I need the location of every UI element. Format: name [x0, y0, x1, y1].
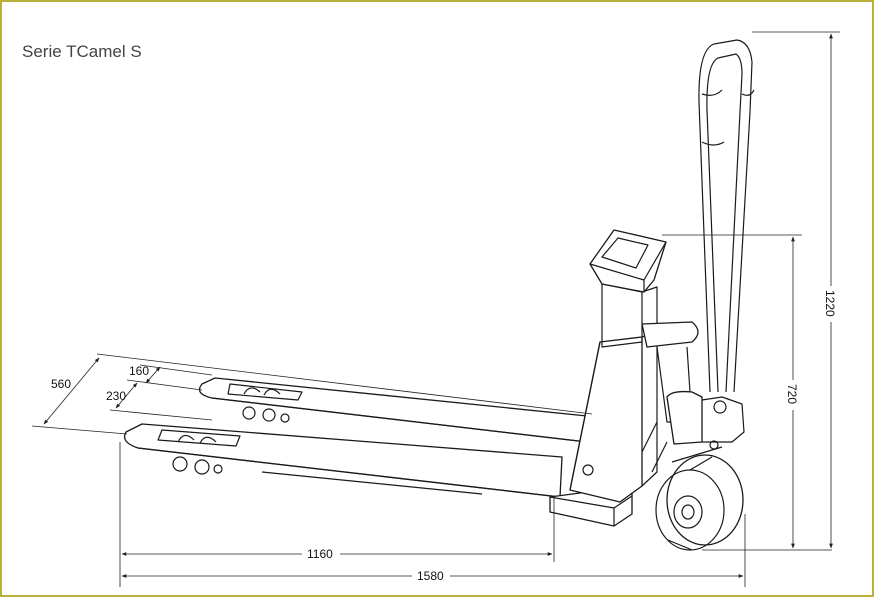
dim-230-line [115, 382, 138, 409]
dim-560-line [43, 357, 100, 425]
mast [569, 283, 658, 503]
dim-560-label: 560 [51, 377, 71, 391]
dim-720-label: 720 [785, 384, 799, 404]
dim-160-label: 160 [129, 364, 149, 378]
tow-handle [698, 39, 755, 393]
diagram-title: Serie TCamel S [22, 42, 142, 61]
pallet-truck-illustration [123, 39, 755, 551]
dim-1220-label: 1220 [823, 290, 837, 317]
near-fork [123, 423, 563, 498]
dim-1160-label: 1160 [307, 547, 333, 561]
steering-wheel [655, 454, 744, 551]
weighing-indicator [589, 229, 667, 293]
dim-230-label: 230 [106, 389, 126, 403]
dim-160-line [145, 366, 161, 384]
dim-1580-label: 1580 [417, 569, 444, 583]
far-fork [198, 377, 588, 443]
dimension-labels: 560 160 230 1160 1580 720 1220 [51, 290, 837, 583]
hydraulic-unit [641, 321, 745, 473]
